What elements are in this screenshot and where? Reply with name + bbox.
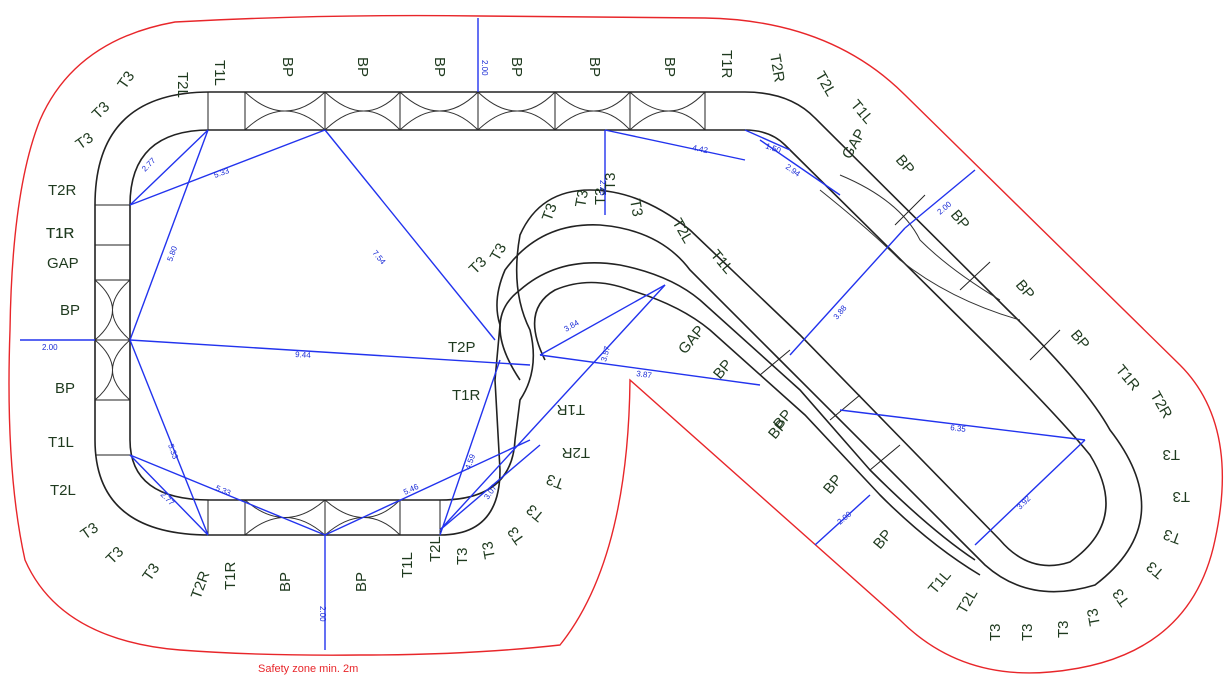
segment-label: BP	[1012, 277, 1038, 303]
dimension-label: 2.00	[42, 343, 58, 352]
segment-label: T3	[454, 547, 471, 565]
segment-label: T3	[1055, 620, 1072, 638]
segment-label: T3	[626, 198, 646, 218]
segment-label: T2L	[812, 69, 840, 100]
s-curve-inner-edge	[533, 281, 981, 576]
segment-label: T3	[504, 523, 528, 547]
segment-label: T1L	[399, 552, 416, 578]
dimension-label: 3.57	[599, 345, 612, 363]
segment-label: T3	[1109, 585, 1133, 609]
segment-label: BP	[661, 57, 678, 77]
dimension-label: 3.87	[636, 369, 653, 380]
s-curve-outer-edge	[499, 262, 976, 561]
segment-label: T3	[479, 540, 499, 560]
dimension-label: 5.80	[165, 244, 179, 262]
segment-label: T1R	[46, 225, 75, 242]
segment-label: T3	[602, 172, 619, 190]
segment-label: T3	[987, 623, 1004, 641]
segment-label: T3	[73, 129, 97, 153]
segment-label: T3	[1143, 558, 1167, 582]
segment-label: BP	[353, 572, 370, 592]
segment-label: GAP	[675, 322, 708, 357]
segment-label: T3	[103, 543, 127, 567]
dimension-label: 5.33	[166, 443, 180, 461]
segment-label: T1R	[452, 387, 481, 404]
dimension-label: 4.42	[692, 143, 710, 155]
segment-label: BP	[354, 57, 371, 77]
dimension-label: 6.35	[950, 423, 967, 434]
segment-label: BP	[55, 380, 75, 397]
segment-label: T1L	[211, 60, 228, 86]
segment-label: T3	[487, 240, 510, 264]
segment-label: T1L	[925, 567, 955, 598]
segment-label: T3	[539, 201, 561, 223]
dimension-label: 3.84	[563, 318, 581, 334]
segment-label: T3	[1019, 623, 1036, 641]
segment-label: BP	[1067, 327, 1093, 353]
dimension-label: 3.92	[1015, 494, 1033, 512]
segment-label: T2R	[561, 444, 590, 461]
segment-label: BP	[892, 152, 918, 178]
left-loop-outer-edge	[94, 91, 1143, 593]
segment-label: BP	[277, 572, 294, 592]
segment-label: T1L	[48, 434, 74, 451]
dimension-label: 2.25	[598, 180, 607, 196]
segment-label: T3	[523, 501, 547, 525]
dimension-label: 2.77	[159, 490, 177, 508]
segment-label: T3	[1084, 607, 1104, 627]
segment-label: T3	[1161, 525, 1183, 547]
segment-label: T3	[78, 519, 102, 543]
segment-label: T3	[592, 187, 609, 205]
segment-label: T3	[1172, 488, 1190, 505]
segment-label: BP	[279, 57, 296, 77]
segment-label: T2R	[766, 53, 788, 84]
segment-label: T3	[572, 188, 592, 208]
dimension-label: 4.59	[463, 452, 477, 470]
segment-label: T2R	[1147, 389, 1176, 422]
segment-label: BP	[947, 207, 973, 233]
segment-label: T2L	[669, 216, 697, 247]
dimension-label: 7.54	[370, 249, 387, 267]
segment-ticks	[95, 92, 1061, 535]
segment-label: T3	[544, 470, 566, 492]
dimension-label: 2.00	[480, 60, 489, 76]
dimension-label: 2.00	[318, 606, 327, 622]
dimension-label: 2.94	[784, 162, 802, 179]
safety-zone-outline	[8, 14, 1224, 674]
segment-label: BP	[820, 471, 846, 497]
segment-label: T2L	[50, 482, 76, 499]
segment-label: T1R	[46, 225, 75, 242]
segment-label: BP	[431, 57, 448, 77]
segment-label: BP	[870, 526, 896, 552]
dimension-lines	[20, 18, 1086, 650]
segment-label: T2L	[174, 72, 191, 98]
bp-curves-bottom	[244, 499, 401, 536]
segment-label: T3	[1162, 446, 1180, 463]
segment-label: T2R	[188, 569, 214, 602]
segment-label: T1R	[556, 401, 585, 418]
segment-label: BP	[60, 302, 80, 319]
segment-label: T1R	[1112, 362, 1143, 395]
segment-label: T2L	[954, 586, 982, 617]
segment-label: T3	[466, 253, 490, 277]
left-loop-inner-edge	[129, 129, 1107, 567]
segment-label: T1R	[222, 561, 239, 590]
bp-curves-top	[244, 91, 706, 131]
segment-label: T2P	[448, 339, 476, 356]
segment-label: T2R	[48, 182, 77, 199]
segment-label: T2L	[427, 536, 444, 562]
segment-label: T1L	[847, 97, 877, 128]
segment-label: T3	[89, 98, 113, 122]
segment-label: T3	[114, 68, 138, 92]
bp-curves-diagonal	[819, 174, 1021, 321]
segment-label: BP	[586, 57, 603, 77]
dimension-label: 9.44	[295, 350, 312, 360]
segment-label: T3	[139, 560, 163, 584]
segment-label: T1R	[718, 50, 735, 79]
segment-label: GAP	[839, 126, 870, 162]
segment-label: BP	[508, 57, 525, 77]
safety-zone-caption: Safety zone min. 2m	[258, 663, 358, 675]
segment-label: GAP	[47, 255, 79, 272]
